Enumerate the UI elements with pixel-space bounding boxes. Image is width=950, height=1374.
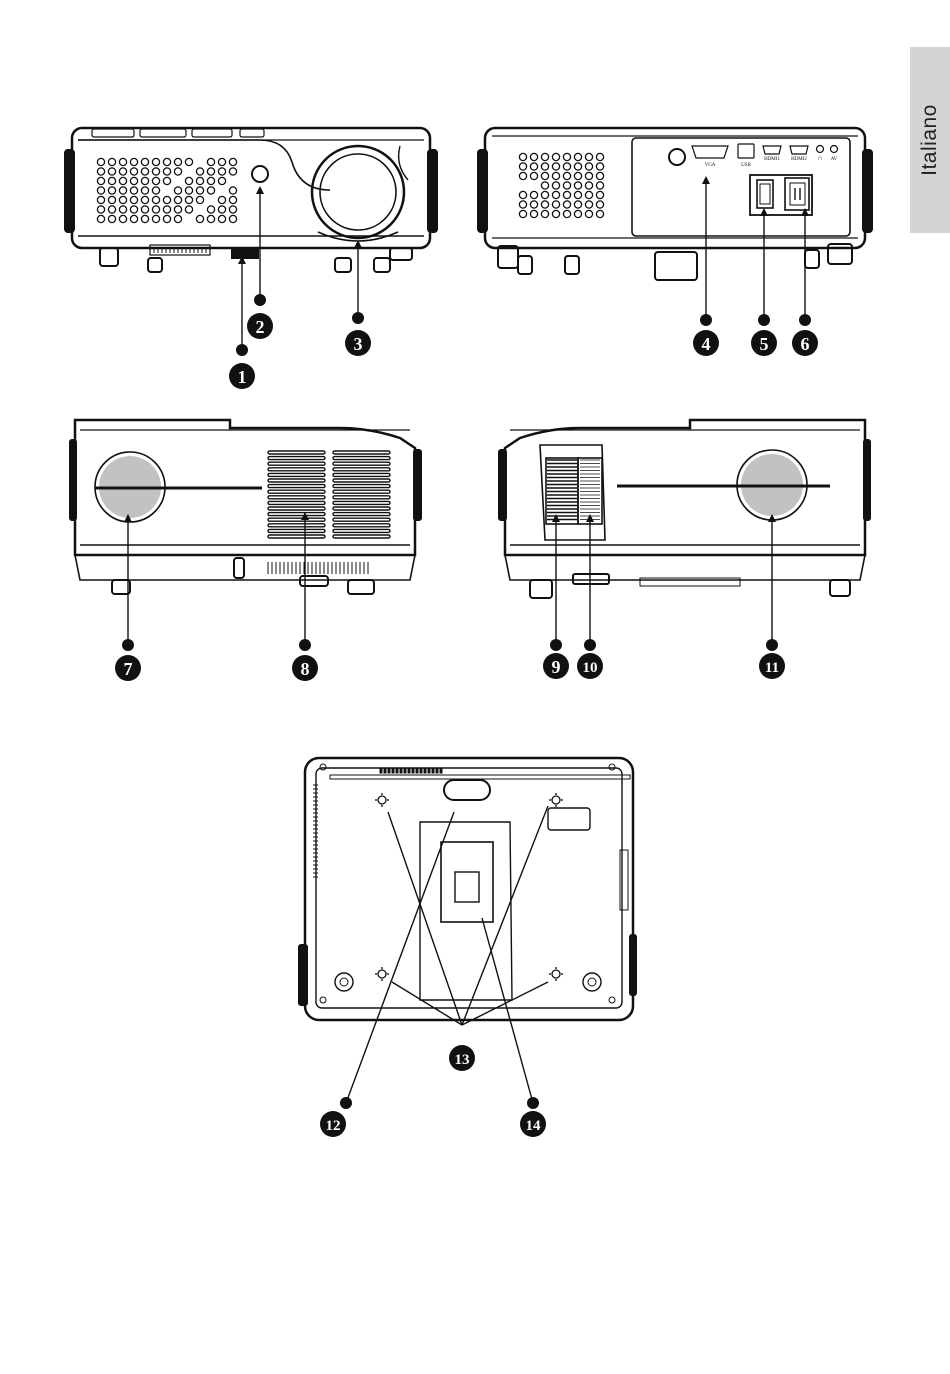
focus-wheel bbox=[232, 248, 258, 258]
svg-text:2: 2 bbox=[256, 317, 265, 337]
svg-text:13: 13 bbox=[455, 1052, 470, 1068]
callout-1: 1 bbox=[229, 363, 255, 389]
callout-9: 9 bbox=[543, 653, 569, 679]
front-view bbox=[65, 128, 437, 272]
hdmi2-port: HDMI2 bbox=[790, 146, 808, 162]
audio-jack: ∩ bbox=[817, 146, 824, 163]
svg-text:AV: AV bbox=[831, 157, 838, 162]
vga-port: VGA bbox=[692, 146, 728, 168]
callout-13: 13 bbox=[449, 1045, 475, 1071]
callout-4: 4 bbox=[693, 330, 719, 356]
control-panel bbox=[92, 129, 264, 137]
svg-text:14: 14 bbox=[526, 1118, 542, 1134]
svg-text:4: 4 bbox=[702, 334, 711, 354]
right-side-view bbox=[499, 420, 870, 598]
callout-14: 14 bbox=[520, 1111, 546, 1137]
svg-text:3: 3 bbox=[354, 334, 363, 354]
rear-view: VGA USB HDMI1 HDMI2 ∩ AV bbox=[478, 128, 872, 280]
hdmi1-port: HDMI1 bbox=[763, 146, 781, 162]
callout-7: 7 bbox=[115, 655, 141, 681]
callout-6: 6 bbox=[792, 330, 818, 356]
callout-8: 8 bbox=[292, 655, 318, 681]
svg-text:5: 5 bbox=[760, 334, 769, 354]
ir-sensor bbox=[252, 166, 268, 182]
svg-text:HDMI1: HDMI1 bbox=[764, 157, 780, 162]
rear-vent-grille bbox=[519, 153, 603, 217]
label-plate bbox=[441, 842, 493, 922]
zoom-wheel bbox=[546, 458, 578, 524]
rear-ir-sensor bbox=[669, 149, 685, 165]
svg-text:8: 8 bbox=[301, 659, 310, 679]
svg-text:7: 7 bbox=[124, 659, 133, 679]
svg-text:10: 10 bbox=[583, 660, 598, 676]
svg-text:12: 12 bbox=[326, 1118, 341, 1134]
lens bbox=[320, 154, 396, 230]
bottom-view bbox=[299, 758, 636, 1020]
callout-5: 5 bbox=[751, 330, 777, 356]
lens-ring bbox=[312, 146, 404, 238]
svg-text:1: 1 bbox=[238, 367, 247, 387]
callout-10: 10 bbox=[577, 653, 603, 679]
callout-11: 11 bbox=[759, 653, 785, 679]
av-jack: AV bbox=[831, 146, 838, 163]
left-side-view bbox=[70, 420, 421, 594]
svg-text:6: 6 bbox=[801, 334, 810, 354]
front-vent-grille bbox=[97, 158, 236, 222]
svg-text:11: 11 bbox=[765, 660, 779, 676]
usb-port: USB bbox=[738, 144, 754, 168]
side-vent-grille bbox=[268, 451, 390, 538]
callout-2: 2 bbox=[247, 313, 273, 339]
svg-text:HDMI2: HDMI2 bbox=[791, 157, 807, 162]
callout-3: 3 bbox=[345, 330, 371, 356]
svg-text:∩: ∩ bbox=[817, 154, 822, 162]
mount-holes bbox=[375, 793, 563, 981]
io-panel bbox=[632, 138, 850, 236]
svg-text:USB: USB bbox=[741, 163, 751, 168]
svg-text:9: 9 bbox=[552, 657, 561, 677]
svg-text:VGA: VGA bbox=[705, 163, 716, 168]
callout-12: 12 bbox=[320, 1111, 346, 1137]
leader-dots bbox=[122, 294, 811, 1109]
